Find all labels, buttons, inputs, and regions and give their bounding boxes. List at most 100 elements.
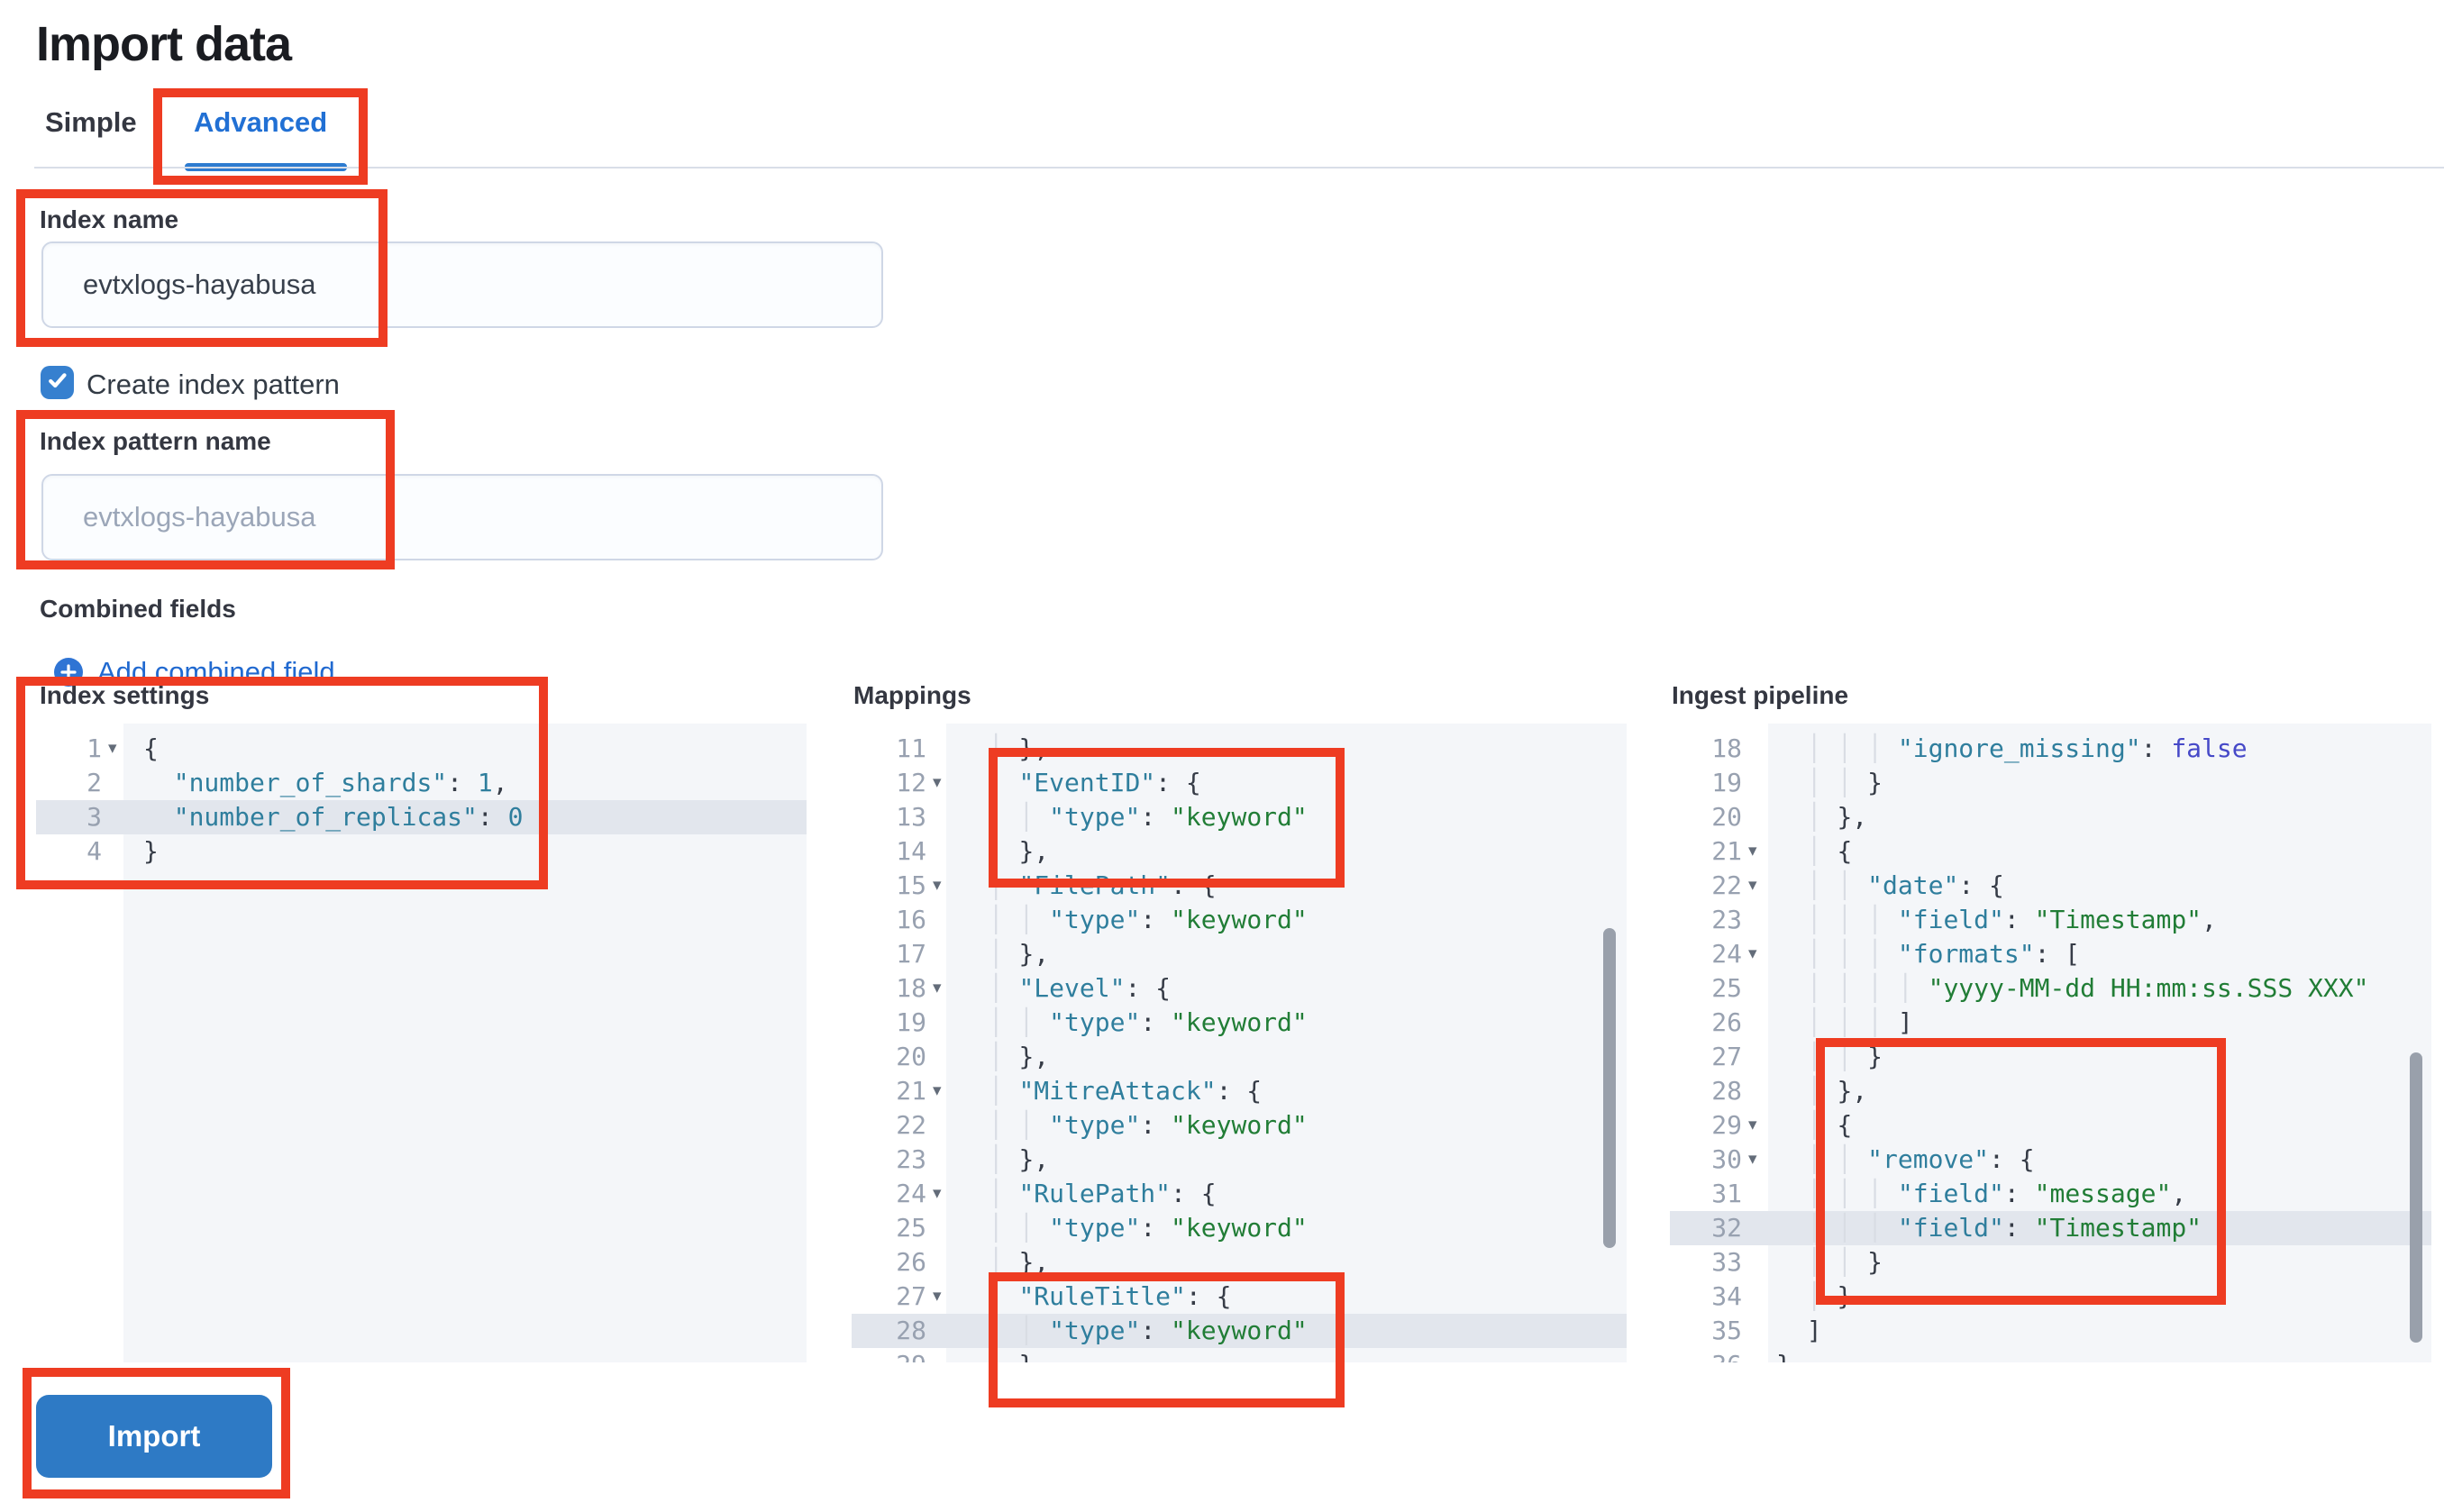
create-index-pattern-label: Create index pattern: [87, 369, 340, 400]
line-number: 35: [1711, 1316, 1742, 1345]
code-text: │ },: [988, 939, 1050, 969]
line-number: 21: [896, 1076, 926, 1106]
code-text: │ │ "type": "keyword": [988, 1110, 1308, 1140]
code-line: 26 │ },: [852, 1245, 1627, 1280]
code-text: │ │ "date": {: [1806, 870, 2004, 900]
line-number: 20: [896, 1042, 926, 1071]
code-line: 21 ▾ │ "MitreAttack": {: [852, 1074, 1627, 1108]
line-number: 25: [1711, 973, 1742, 1003]
fold-caret-icon[interactable]: ▾: [933, 876, 942, 895]
line-number: 25: [896, 1213, 926, 1243]
code-line: 11 │ },: [852, 732, 1627, 766]
fold-caret-icon[interactable]: ▾: [1748, 876, 1757, 895]
code-line: 19 │ │ "type": "keyword": [852, 1006, 1627, 1040]
code-text: │ "EventID": {: [988, 768, 1201, 797]
code-line: 34 │ }: [1670, 1280, 2431, 1314]
import-button[interactable]: Import: [36, 1395, 272, 1478]
combined-fields-label: Combined fields: [40, 595, 236, 623]
index-name-label: Index name: [40, 205, 179, 233]
code-line: 1▾{: [36, 732, 807, 766]
code-text: │ │ "type": "keyword": [988, 905, 1308, 934]
fold-caret-icon[interactable]: ▾: [1748, 1150, 1757, 1169]
tab-advanced[interactable]: Advanced: [194, 106, 328, 138]
code-line: 23 │ },: [852, 1143, 1627, 1177]
mappings-label: Mappings: [853, 681, 971, 709]
code-line: 3 "number_of_replicas": 0: [36, 800, 807, 834]
code-line: 33 │ │ }: [1670, 1245, 2431, 1280]
code-text: │ },: [951, 1348, 1049, 1362]
code-text: │ "Level": {: [988, 973, 1172, 1003]
line-number: 36: [1670, 1348, 1742, 1362]
code-text: │ "MitreAttack": {: [988, 1076, 1263, 1106]
mappings-scrollbar[interactable]: [1603, 928, 1616, 1248]
code-text: │ },: [988, 836, 1050, 866]
line-number: 32: [1711, 1213, 1742, 1243]
fold-caret-icon[interactable]: ▾: [933, 773, 942, 792]
fold-caret-icon[interactable]: ▾: [108, 739, 117, 758]
code-line: 25 │ │ │ │ "yyyy-MM-dd HH:mm:ss.SSS XXX": [1670, 971, 2431, 1006]
mappings-editor[interactable]: 11 │ },12▾ │ "EventID": {13 │ │ "type": …: [852, 724, 1627, 1362]
code-text: │ │ "remove": {: [1806, 1144, 2035, 1174]
index-name-input[interactable]: [41, 241, 883, 328]
code-text: │ },: [1806, 1076, 1868, 1106]
fold-caret-icon[interactable]: ▾: [1748, 944, 1757, 963]
code-line: 36}: [1670, 1348, 2431, 1362]
code-line: 17 │ },: [852, 937, 1627, 971]
code-line: 2 "number_of_shards": 1,: [36, 766, 807, 800]
index-settings-label: Index settings: [40, 681, 210, 709]
index-pattern-name-input[interactable]: [41, 474, 883, 560]
code-line: 32 │ │ │ "field": "Timestamp": [1670, 1211, 2431, 1245]
code-text: │ │ }: [1806, 1042, 1883, 1071]
code-line: 22 │ │ "type": "keyword": [852, 1108, 1627, 1143]
code-line: 27 │ │ }: [1670, 1040, 2431, 1074]
line-number: 2: [87, 768, 102, 797]
code-text: │ {: [1806, 1110, 1853, 1140]
line-number: 24: [1711, 939, 1742, 969]
code-text: │ },: [988, 733, 1050, 763]
code-text: │ │ }: [1806, 1247, 1883, 1277]
code-text: │ │ │ "field": "Timestamp": [1806, 1213, 2202, 1243]
ingest-pipeline-label: Ingest pipeline: [1672, 681, 1849, 709]
code-text: }: [143, 836, 159, 866]
line-number: 16: [896, 905, 926, 934]
fold-caret-icon[interactable]: ▾: [1748, 1116, 1757, 1134]
code-line: 25 │ │ "type": "keyword": [852, 1211, 1627, 1245]
code-line: 18 │ │ │ "ignore_missing": false: [1670, 732, 2431, 766]
fold-caret-icon[interactable]: ▾: [933, 979, 942, 997]
line-number: 18: [1711, 733, 1742, 763]
ingest-scrollbar[interactable]: [2410, 1052, 2422, 1343]
line-number: 33: [1711, 1247, 1742, 1277]
line-number: 34: [1711, 1281, 1742, 1311]
index-settings-editor[interactable]: 1▾{2 "number_of_shards": 1,3 "number_of_…: [36, 724, 807, 1362]
line-number: 15: [896, 870, 926, 900]
code-line: 29▾ │ {: [1670, 1108, 2431, 1143]
line-number: 23: [896, 1144, 926, 1174]
line-number: 27: [896, 1281, 926, 1311]
code-line: 4}: [36, 834, 807, 869]
code-line: 31 │ │ │ "field": "message",: [1670, 1177, 2431, 1211]
tabs-divider: [34, 167, 2444, 169]
fold-caret-icon[interactable]: ▾: [933, 1287, 942, 1306]
checkmark-icon: [46, 369, 69, 396]
fold-caret-icon[interactable]: ▾: [933, 1081, 942, 1100]
code-line: 26 │ │ │ ]: [1670, 1006, 2431, 1040]
tab-simple[interactable]: Simple: [45, 106, 137, 138]
code-line: 18▾ │ "Level": {: [852, 971, 1627, 1006]
code-text: │ │ "type": "keyword": [988, 1316, 1308, 1345]
line-number: 28: [896, 1316, 926, 1345]
line-number: 22: [896, 1110, 926, 1140]
fold-caret-icon[interactable]: ▾: [1748, 842, 1757, 861]
code-line: 20 │ },: [1670, 800, 2431, 834]
code-line: 24▾ │ "RulePath": {: [852, 1177, 1627, 1211]
line-number: 17: [896, 939, 926, 969]
code-line: 24▾ │ │ │ "formats": [: [1670, 937, 2431, 971]
line-number: 20: [1711, 802, 1742, 832]
line-number: 19: [896, 1007, 926, 1037]
fold-caret-icon[interactable]: ▾: [933, 1184, 942, 1203]
line-number: 12: [896, 768, 926, 797]
code-background: [946, 724, 1627, 1362]
line-number: 14: [896, 836, 926, 866]
create-index-pattern-checkbox[interactable]: [41, 366, 74, 399]
code-line: 28 │ },: [1670, 1074, 2431, 1108]
